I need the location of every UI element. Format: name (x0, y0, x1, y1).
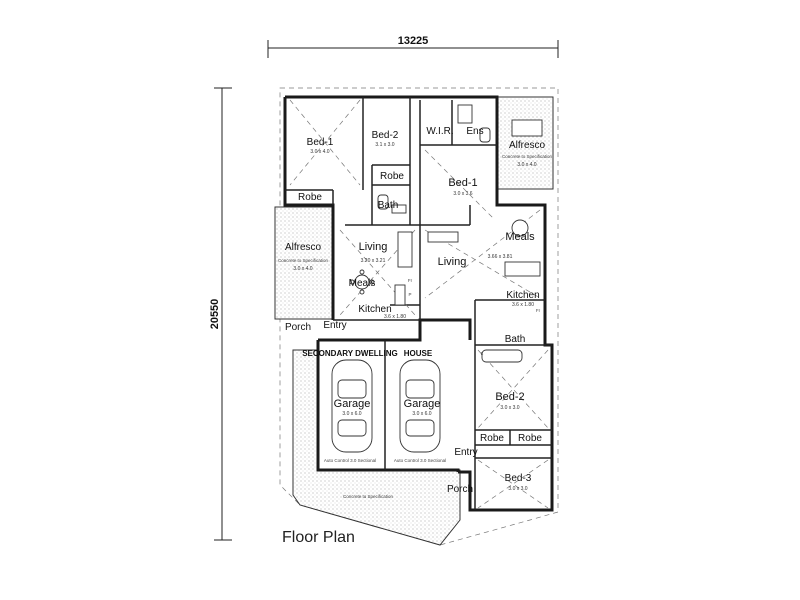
room-living-house: Living (438, 256, 467, 268)
room-garage-secondary: Garage (334, 398, 371, 410)
island-house (504, 261, 541, 277)
room-bed2-house: Bed-2 (495, 391, 524, 403)
rooms-bed2-house-size: 3.0 x 3.0 (500, 405, 519, 411)
width-dimension: 13225 (267, 35, 559, 58)
room-alfresco-secondary: Alfresco (285, 242, 322, 253)
room-porch-house: Porch (447, 484, 473, 495)
room-bed1-secondary: Bed-1 (307, 137, 334, 148)
room-alfresco-house: Alfresco (509, 140, 546, 151)
alfresco-house-hatch (496, 96, 554, 190)
rooms-kitchen-house-size: 3.6 x 1.80 (512, 302, 534, 308)
door-note-secondary: Auto Control 3.0 Sectional (324, 458, 376, 463)
rooms-living-secondary-size: 3.20 x 3.21 (361, 258, 386, 264)
fridge-secondary: Fr (408, 278, 413, 283)
rooms-bed2-secondary-size: 3.1 x 3.0 (375, 142, 394, 148)
fridge-house: Fr (536, 308, 541, 313)
room-kitchen-house: Kitchen (506, 290, 539, 301)
room-robe-house-b: Robe (518, 433, 542, 444)
shower-house (457, 104, 473, 124)
driveway-note: Concrete to Specification (343, 494, 394, 499)
room-robe-small-secondary: Robe (380, 171, 404, 182)
rooms-alfresco-house-note: Concrete to Specification (502, 154, 553, 159)
car-secondary (331, 359, 373, 453)
plan-title: Floor Plan (282, 529, 355, 546)
fixtures (331, 104, 543, 453)
rooms-garage-secondary-size: 3.0 x 6.0 (342, 411, 361, 417)
door-note-house: Auto Control 3.0 Sectional (394, 458, 446, 463)
secondary-interior-walls (285, 97, 421, 321)
rooms-alfresco-secondary-size: 3.0 x 4.0 (293, 266, 312, 272)
room-bed3-house: Bed-3 (505, 473, 532, 484)
bench-secondary (394, 284, 406, 306)
rooms-bed1-secondary-size: 3.0 x 4.0 (310, 149, 329, 155)
room-bath-secondary: Bath (378, 200, 399, 211)
table-secondary (354, 274, 370, 290)
house-interior-walls (384, 100, 552, 510)
linen-secondary: L (381, 171, 384, 176)
boundary-line (279, 87, 559, 546)
room-kitchen-secondary: Kitchen (358, 304, 391, 315)
room-garage-house: Garage (404, 398, 441, 410)
rooms-garage-house-size: 3.0 x 6.0 (412, 411, 431, 417)
toilet-house (479, 127, 491, 143)
rooms-alfresco-house-size: 3.0 x 4.0 (517, 162, 536, 168)
alfresco-table-house (511, 119, 543, 137)
rooms-kitchen-secondary-size: 3.6 x 1.80 (384, 314, 406, 320)
room-porch-secondary: Porch (285, 322, 311, 333)
sofa-house (427, 231, 459, 243)
room-meals-secondary: Meals (349, 278, 376, 289)
bathtub-house (481, 349, 523, 363)
car-house (399, 359, 441, 453)
room-entry-secondary: Entry (323, 320, 346, 331)
room-bed1-house: Bed-1 (448, 177, 477, 189)
room-bed2-secondary: Bed-2 (372, 130, 399, 141)
room-robe-secondary: Robe (298, 192, 322, 203)
rooms-alfresco-secondary-note: Concrete to Specification (278, 258, 329, 263)
width-dimension-label: 13225 (398, 35, 429, 47)
linen-house: L (481, 351, 484, 356)
room-entry-house: Entry (454, 447, 477, 458)
basin-secondary (391, 204, 407, 214)
depth-dimension-label: 20550 (209, 299, 221, 330)
rooms-bed1-house-size: 3.0 x 3.6 (453, 191, 472, 197)
table-house (511, 219, 529, 237)
rooms-meals-house-size: 3.66 x 3.81 (488, 254, 513, 260)
room-bath-house: Bath (505, 334, 526, 345)
pantry-secondary: P (408, 292, 411, 297)
room-living-secondary: Living (359, 241, 388, 253)
label-secondary-dwelling: SECONDARY DWELLING (302, 349, 398, 358)
diagonal-markers (289, 99, 549, 509)
label-house: HOUSE (404, 349, 433, 358)
room-robe-house-a: Robe (480, 433, 504, 444)
room-wir-house: W.I.R. (426, 126, 453, 137)
room-ens-house: Ens (466, 126, 483, 137)
alfresco-secondary-hatch (274, 206, 334, 320)
toilet-secondary (377, 194, 389, 210)
sofa-secondary (397, 231, 413, 268)
rooms-bed3-house-size: 3.0 x 3.0 (508, 486, 527, 492)
depth-dimension: 20550 (209, 87, 232, 541)
room-meals-house: Meals (505, 231, 535, 243)
